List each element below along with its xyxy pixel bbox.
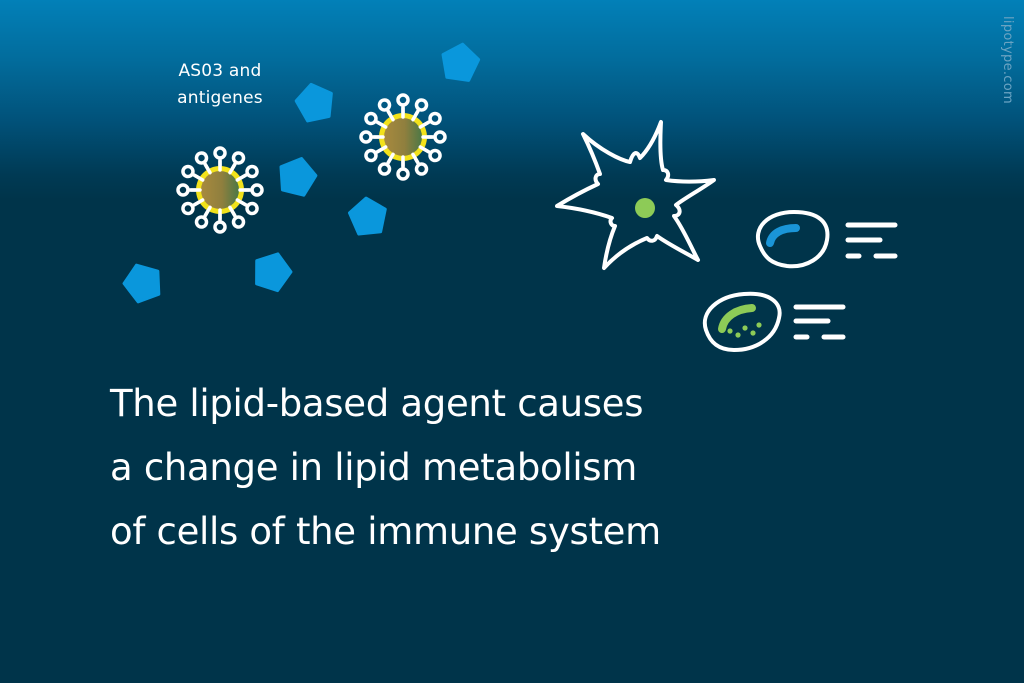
immune-cell-icon bbox=[756, 209, 830, 269]
headline-line-3: of cells of the immune system bbox=[110, 510, 661, 553]
immune-cell-icon bbox=[702, 291, 782, 353]
headline: The lipid-based agent causes a change in… bbox=[110, 372, 661, 564]
headline-line-1: The lipid-based agent causes bbox=[110, 382, 644, 425]
speed-lines-icon bbox=[845, 222, 898, 259]
antigen-label-line2: antigenes bbox=[177, 88, 263, 108]
headline-line-2: a change in lipid metabolism bbox=[110, 446, 638, 489]
speed-lines-icon bbox=[793, 304, 846, 340]
dendritic-cell-icon bbox=[555, 120, 716, 270]
antigen-label-line1: AS03 and bbox=[178, 61, 262, 81]
antigen-label: AS03 and antigenes bbox=[150, 58, 290, 112]
watermark-text: lipotype.com bbox=[1000, 16, 1015, 104]
